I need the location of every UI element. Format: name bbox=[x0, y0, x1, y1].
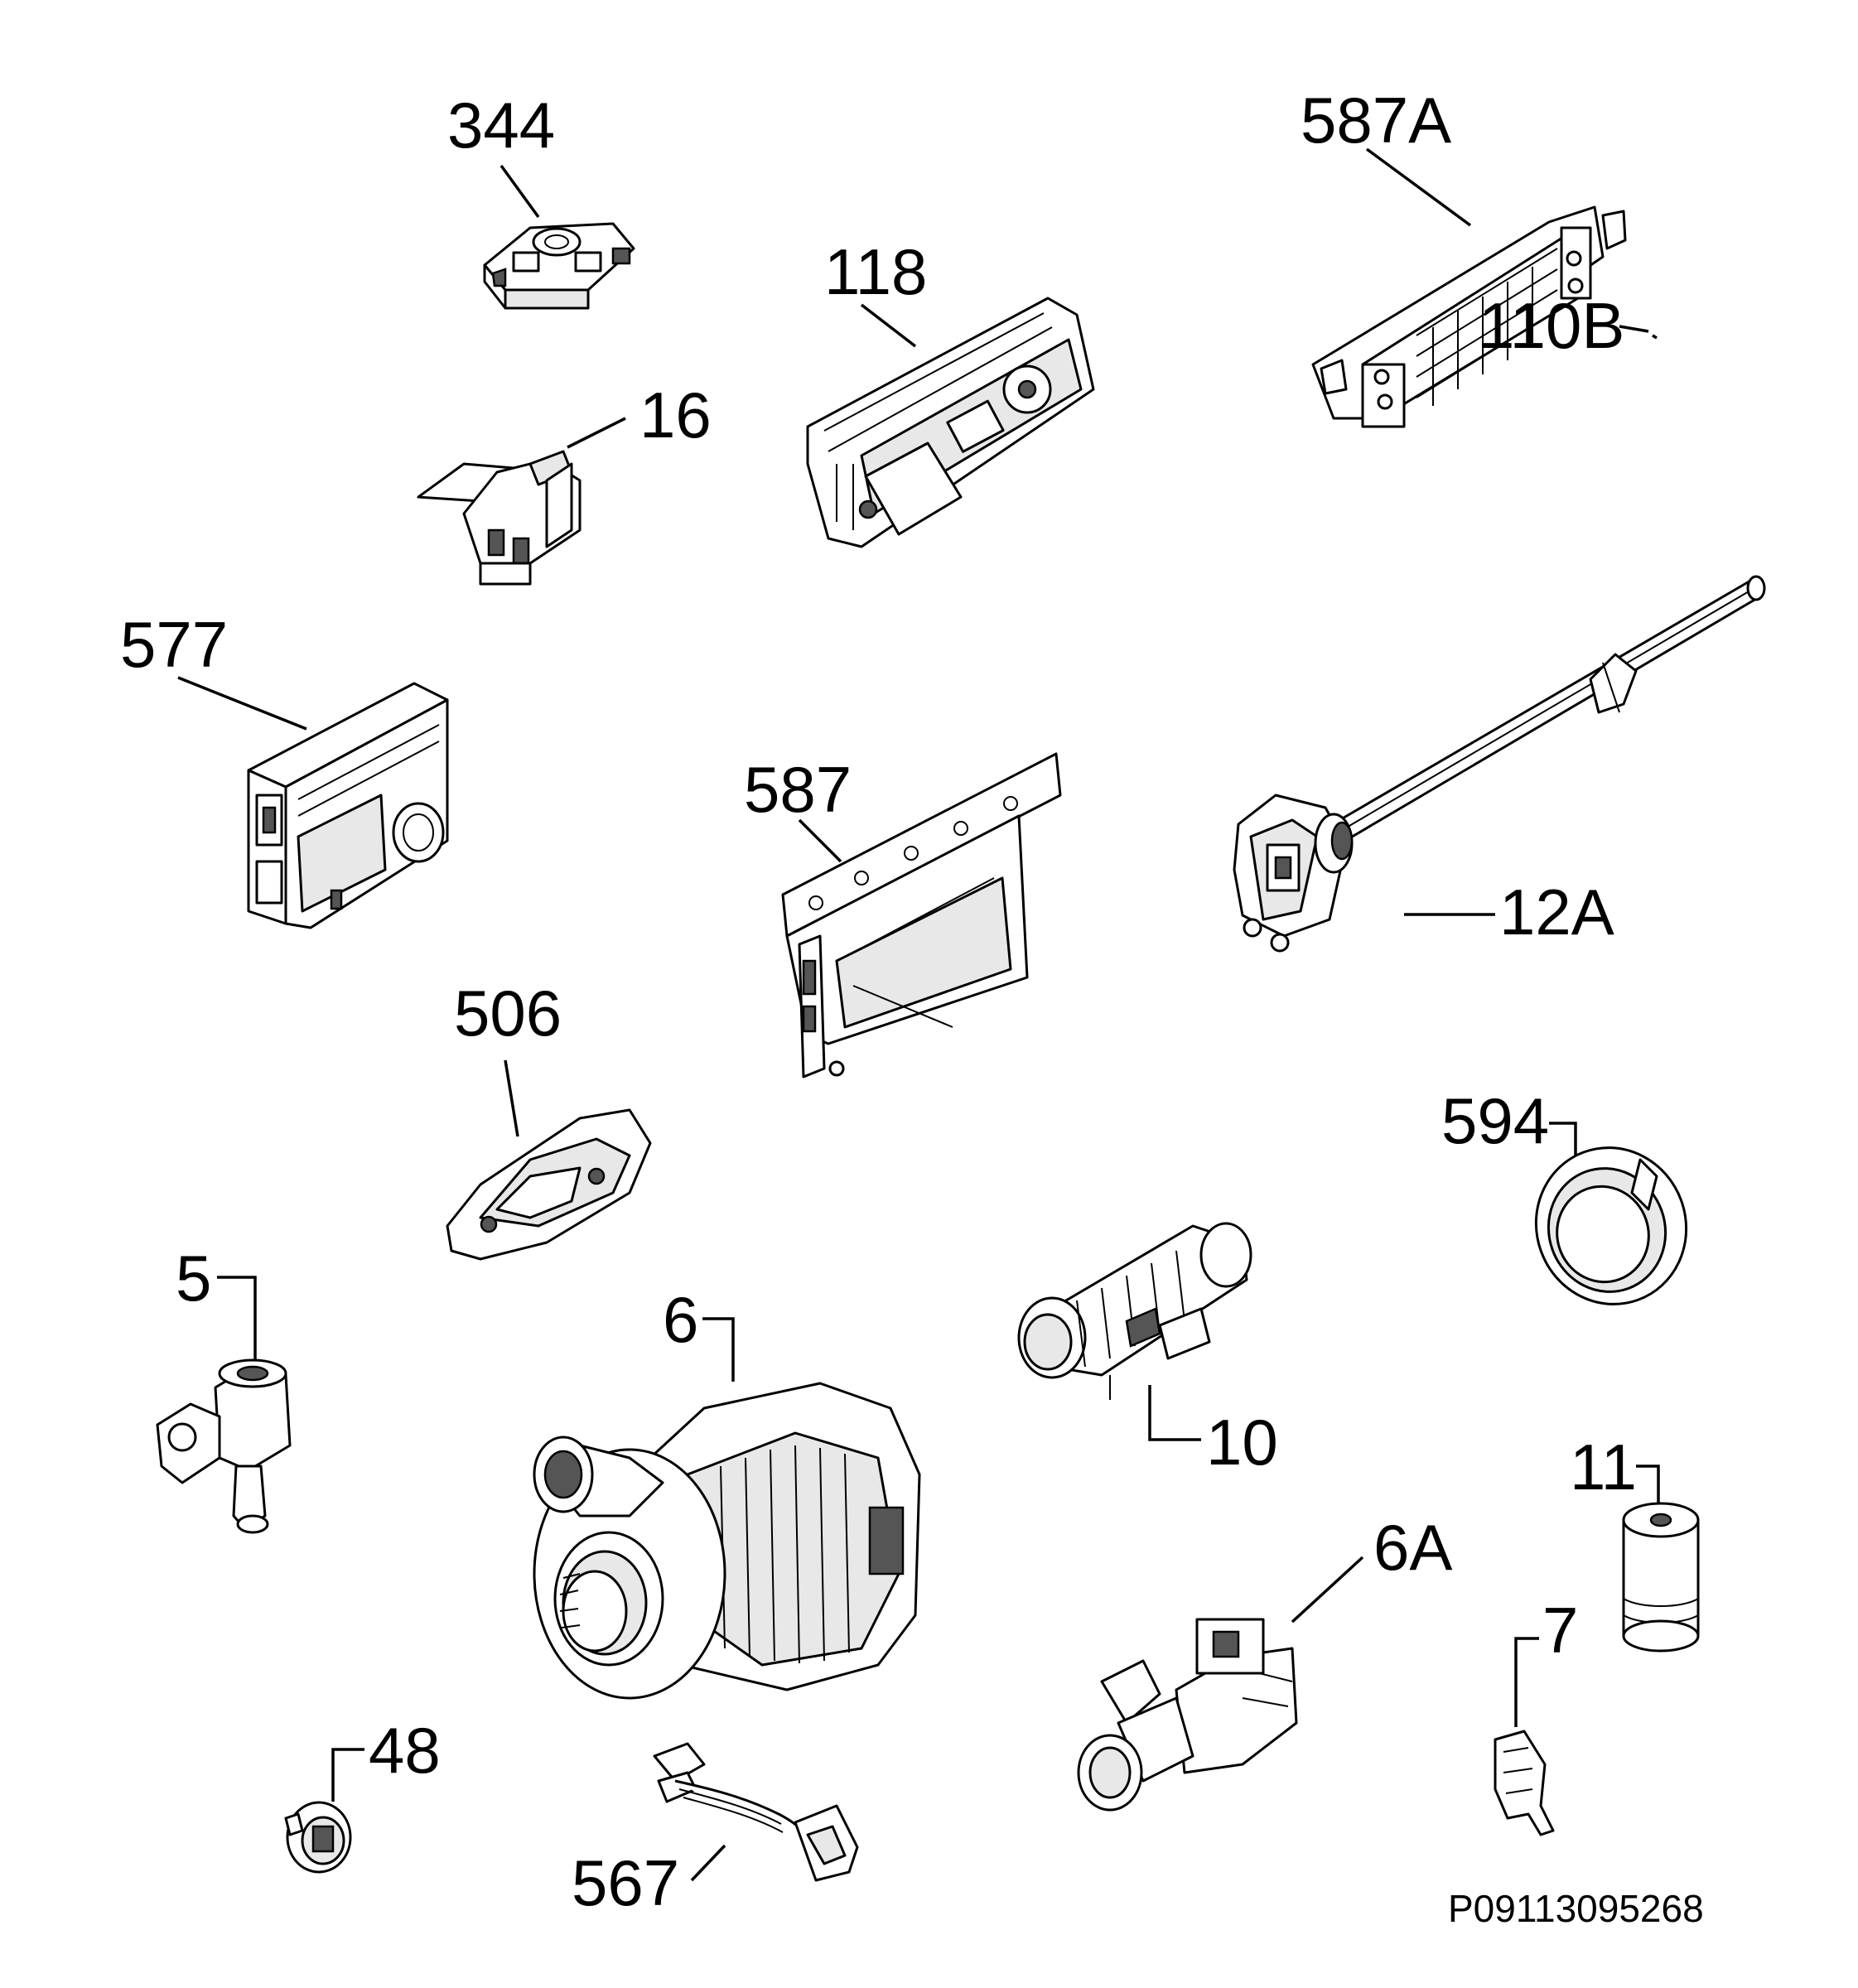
label-577: 577 bbox=[120, 608, 228, 681]
part-587: 587 bbox=[744, 752, 1062, 1078]
part-506: 506 bbox=[446, 977, 652, 1261]
label-10: 10 bbox=[1206, 1406, 1278, 1479]
part-567: 567 bbox=[572, 1742, 859, 1919]
part-12A: 12A bbox=[1233, 794, 1614, 953]
part-6: 6 bbox=[533, 1283, 921, 1700]
part-48: 48 bbox=[284, 1714, 441, 1874]
label-587A: 587A bbox=[1301, 84, 1451, 157]
drawing-code: P09113095268 bbox=[1448, 1887, 1704, 1930]
part-10: 10 bbox=[1017, 1222, 1278, 1479]
part-118: 118 bbox=[806, 235, 1095, 548]
label-12A: 12A bbox=[1499, 876, 1614, 948]
label-11: 11 bbox=[1570, 1431, 1637, 1503]
part-344: 344 bbox=[447, 89, 635, 310]
label-6A: 6A bbox=[1373, 1511, 1452, 1584]
label-567: 567 bbox=[572, 1846, 679, 1919]
label-5: 5 bbox=[176, 1242, 211, 1315]
label-587: 587 bbox=[744, 753, 852, 826]
label-16: 16 bbox=[639, 379, 712, 451]
label-344: 344 bbox=[447, 89, 555, 162]
label-506: 506 bbox=[454, 977, 562, 1049]
label-110B: 110B bbox=[1479, 289, 1624, 362]
part-110B: 110B bbox=[1324, 289, 1766, 848]
label-6: 6 bbox=[663, 1283, 698, 1356]
part-577: 577 bbox=[120, 608, 449, 929]
label-7: 7 bbox=[1542, 1594, 1578, 1667]
label-594: 594 bbox=[1441, 1084, 1549, 1157]
part-5: 5 bbox=[156, 1242, 292, 1534]
part-16: 16 bbox=[417, 379, 712, 586]
part-11: 11 bbox=[1570, 1431, 1700, 1653]
label-48: 48 bbox=[369, 1714, 441, 1787]
part-7: 7 bbox=[1494, 1594, 1578, 1836]
part-6A: 6A bbox=[1077, 1511, 1452, 1812]
label-118: 118 bbox=[824, 235, 927, 308]
part-594: 594 bbox=[1441, 1084, 1688, 1305]
part-587A: 587A bbox=[1301, 84, 1627, 428]
